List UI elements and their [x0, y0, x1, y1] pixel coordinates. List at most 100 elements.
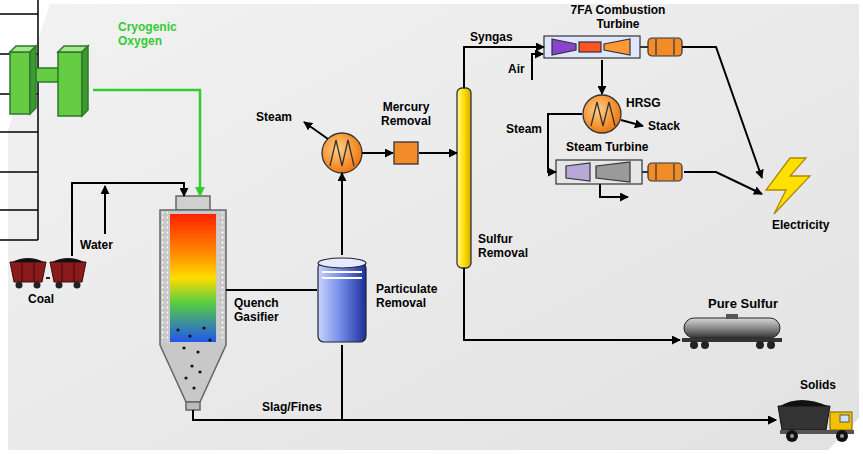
dump-truck-part	[840, 434, 844, 438]
equipment-label: Pure Sulfur	[708, 296, 778, 311]
slag-particles-part	[192, 386, 195, 389]
tank-car-part	[726, 314, 738, 319]
flow-line	[341, 173, 343, 255]
hrsg	[583, 95, 621, 133]
label-anchor: Stack	[648, 119, 680, 133]
combustion-turbine-part	[673, 39, 674, 55]
lightning-bolt	[766, 158, 810, 214]
gasifier-vessel-part	[160, 210, 226, 402]
slag-particles-part	[176, 328, 179, 331]
flow-line	[72, 183, 184, 256]
slag-particles	[176, 326, 211, 389]
flow-line	[362, 152, 393, 154]
gasifier-vessel-part	[162, 212, 168, 342]
equipment-label: Mercury Removal	[368, 100, 444, 128]
label-anchor: Syngas	[470, 30, 513, 44]
coal-train-part	[56, 282, 63, 289]
air-separation-unit-part	[34, 68, 60, 82]
table-edge-part	[0, 209, 38, 211]
equipment-label: Steam	[256, 110, 292, 124]
equipment-label: Quench Gasifier	[234, 296, 294, 324]
stream-label: Stack	[648, 119, 680, 133]
steam-turbine: Steam Turbine	[556, 158, 684, 186]
condensate-arrow-part	[600, 184, 628, 197]
flow-line	[464, 47, 544, 88]
flow-line	[682, 47, 762, 178]
gasifier-vessel-part	[176, 196, 210, 210]
water-arrow-part	[104, 186, 106, 234]
steam-turbine-part	[648, 163, 682, 181]
tank-car-part	[767, 341, 775, 349]
table-edge-part	[0, 131, 38, 133]
particulate-vessel-part	[318, 262, 366, 342]
label-anchor: Water	[80, 238, 113, 252]
combustion-turbine: 7FA Combustion Turbine	[544, 34, 682, 60]
dump-truck-part	[830, 412, 852, 430]
air-separation-unit-part	[82, 46, 88, 116]
air-separation-unit-part	[58, 52, 82, 116]
hrsg-part	[591, 102, 615, 126]
mercury-bed-part	[394, 142, 418, 164]
flow-line	[601, 60, 603, 94]
equipment-label: Electricity	[772, 218, 829, 232]
tank-car-part	[684, 318, 780, 338]
condensate-arrow	[600, 184, 628, 197]
gasifier-vessel	[160, 196, 226, 410]
particulate-vessel-part	[318, 258, 366, 268]
coal-train-part	[22, 263, 23, 282]
flow-line	[93, 90, 200, 196]
coal-train-part	[34, 282, 41, 289]
hrsg-part	[583, 95, 621, 133]
steam-turbine-part	[556, 160, 642, 184]
background-panel-part	[8, 4, 859, 450]
label-anchor: Slag/Fines	[262, 400, 322, 414]
mercury-bed	[394, 142, 418, 164]
label-anchor: Steam	[506, 122, 542, 136]
sulfur-product: Pure Sulfur	[680, 316, 784, 350]
flow-line	[342, 345, 776, 420]
slag-particles-part	[190, 364, 193, 367]
slag-particles-part	[184, 376, 187, 379]
water-arrow	[105, 186, 106, 234]
tank-car-part	[690, 341, 698, 349]
dump-truck-part	[840, 415, 849, 422]
steam-turbine-part	[596, 162, 630, 182]
stream-label: Water	[80, 238, 113, 252]
electricity-output: Electricity	[762, 158, 812, 214]
stream-label: Air	[508, 62, 525, 76]
sulfur-removal: Sulfur Removal	[457, 88, 471, 268]
syngas-cooler: Steam	[322, 133, 362, 173]
gasifier: Quench Gasifier	[158, 196, 226, 410]
dump-truck	[778, 400, 854, 442]
heat-exchanger-part	[330, 140, 354, 166]
slag-particles-part	[208, 338, 211, 341]
stack-arrow	[621, 120, 643, 126]
table-edge-part	[0, 13, 38, 15]
flow-line	[419, 152, 457, 154]
equipment-label: Particulate Removal	[376, 282, 454, 310]
air-arrow-part	[532, 54, 543, 80]
coal-train-part	[16, 282, 23, 289]
steam-turbine-part	[673, 164, 674, 180]
label-anchor: Air	[508, 62, 525, 76]
coal-train-part	[74, 282, 81, 289]
flow-line	[226, 289, 317, 291]
coal-train	[10, 258, 86, 289]
table-edge-part	[37, 0, 39, 240]
slag-particles-part	[196, 350, 199, 353]
coal-train-part	[52, 258, 84, 262]
equipment-label: Solids	[800, 378, 836, 392]
mercury-removal: Mercury Removal	[393, 141, 419, 165]
steam-arrow-part	[304, 122, 328, 139]
equipment-label: Sulfur Removal	[478, 232, 538, 260]
particulate-removal: Particulate Removal	[317, 255, 367, 345]
table-edge-part	[0, 239, 38, 241]
sulfur-column	[457, 88, 471, 268]
particulate-vessel	[318, 258, 366, 342]
tank-car	[682, 314, 782, 349]
air-arrow	[532, 54, 543, 80]
